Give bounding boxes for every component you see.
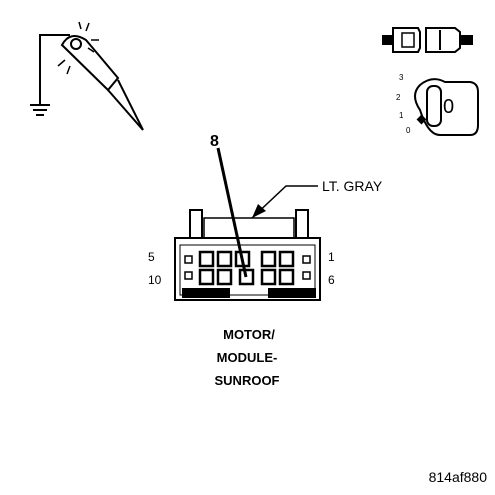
ignition-switch-icon: 0 3 2 1 0 [396, 73, 479, 136]
pin-label-1: 1 [328, 250, 335, 264]
connector-name-line-1: MOTOR/ [223, 327, 275, 342]
pin-label-10: 10 [148, 273, 162, 287]
pin-callout-line [216, 147, 248, 278]
ignition-position-1: 1 [399, 111, 404, 120]
pin-label-5: 5 [148, 250, 155, 264]
ignition-position-0: 0 [406, 126, 411, 135]
ignition-key-value: 0 [443, 96, 454, 118]
callout-pin-number: 8 [210, 133, 219, 150]
wire-color-leader [251, 185, 318, 219]
test-probe-icon [30, 21, 144, 131]
wire-color-label: LT. GRAY [322, 178, 383, 194]
connector-name-line-2: MODULE- [217, 350, 278, 365]
ignition-position-3: 3 [399, 73, 404, 82]
figure-id: 814af880 [429, 469, 488, 485]
connector-plug-icon [382, 27, 473, 53]
pin-label-6: 6 [328, 273, 335, 287]
connector-name-line-3: SUNROOF [215, 373, 280, 388]
ignition-position-2: 2 [396, 93, 401, 102]
